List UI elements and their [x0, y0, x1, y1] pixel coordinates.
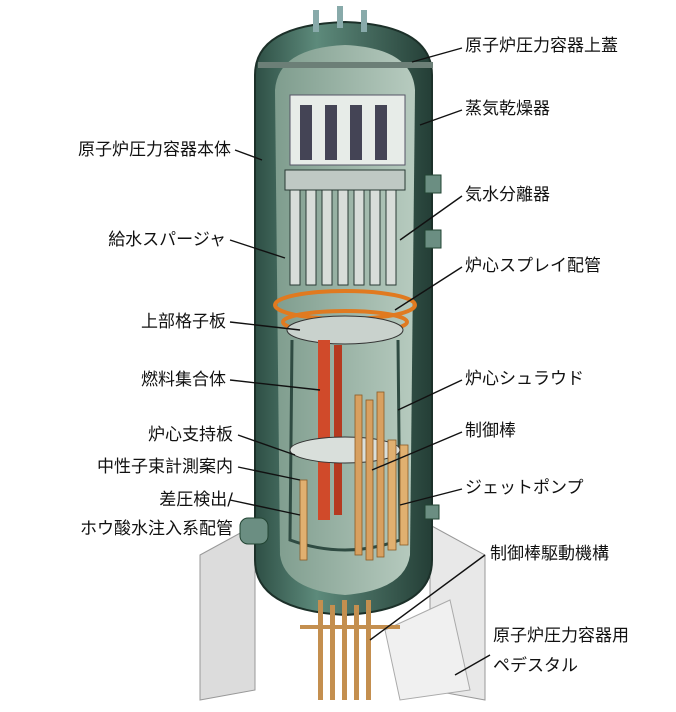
label-steam-separator: 気水分離器 — [465, 185, 550, 205]
jet-pumps — [299, 439, 409, 561]
steam-separators — [284, 169, 406, 286]
label-crd-mechanism: 制御棒駆動機構 — [490, 544, 609, 564]
label-upper-grid-plate: 上部格子板 — [141, 312, 226, 332]
label-vessel-pedestal-line2: ペデスタル — [493, 656, 578, 676]
leader-lines-right — [369, 47, 491, 676]
control-rod-drive-mechanisms — [300, 600, 400, 700]
label-vessel-body: 原子炉圧力容器本体 — [78, 140, 231, 160]
leader-lines-left — [229, 149, 321, 516]
pedestal — [199, 524, 486, 701]
vessel-head-bolts — [258, 6, 433, 68]
label-vessel-head: 原子炉圧力容器上蓋 — [465, 36, 618, 56]
label-feedwater-sparger: 給水スパージャ — [108, 230, 226, 250]
label-jet-pump: ジェットポンプ — [465, 478, 584, 498]
steam-dryer — [289, 94, 406, 166]
upper-grid-plate — [286, 315, 404, 345]
vessel-nozzles — [239, 174, 442, 545]
label-fuel-assemblies: 燃料集合体 — [141, 370, 226, 390]
fuel-assemblies — [318, 340, 342, 520]
control-rods — [354, 391, 385, 561]
label-differential-pressure: 差圧検出/ — [159, 490, 233, 510]
label-boric-acid-injection: ホウ酸水注入系配管 — [80, 519, 233, 539]
label-steam-dryer: 蒸気乾燥器 — [465, 99, 550, 119]
label-core-support-plate: 炉心支持板 — [148, 425, 233, 445]
label-core-spray-piping: 炉心スプレイ配管 — [465, 256, 601, 276]
label-neutron-flux-guide: 中性子束計測案内 — [97, 457, 233, 477]
label-core-shroud: 炉心シュラウド — [465, 369, 584, 389]
label-control-rod: 制御棒 — [465, 421, 516, 441]
label-vessel-pedestal-line1: 原子炉圧力容器用 — [493, 626, 629, 646]
